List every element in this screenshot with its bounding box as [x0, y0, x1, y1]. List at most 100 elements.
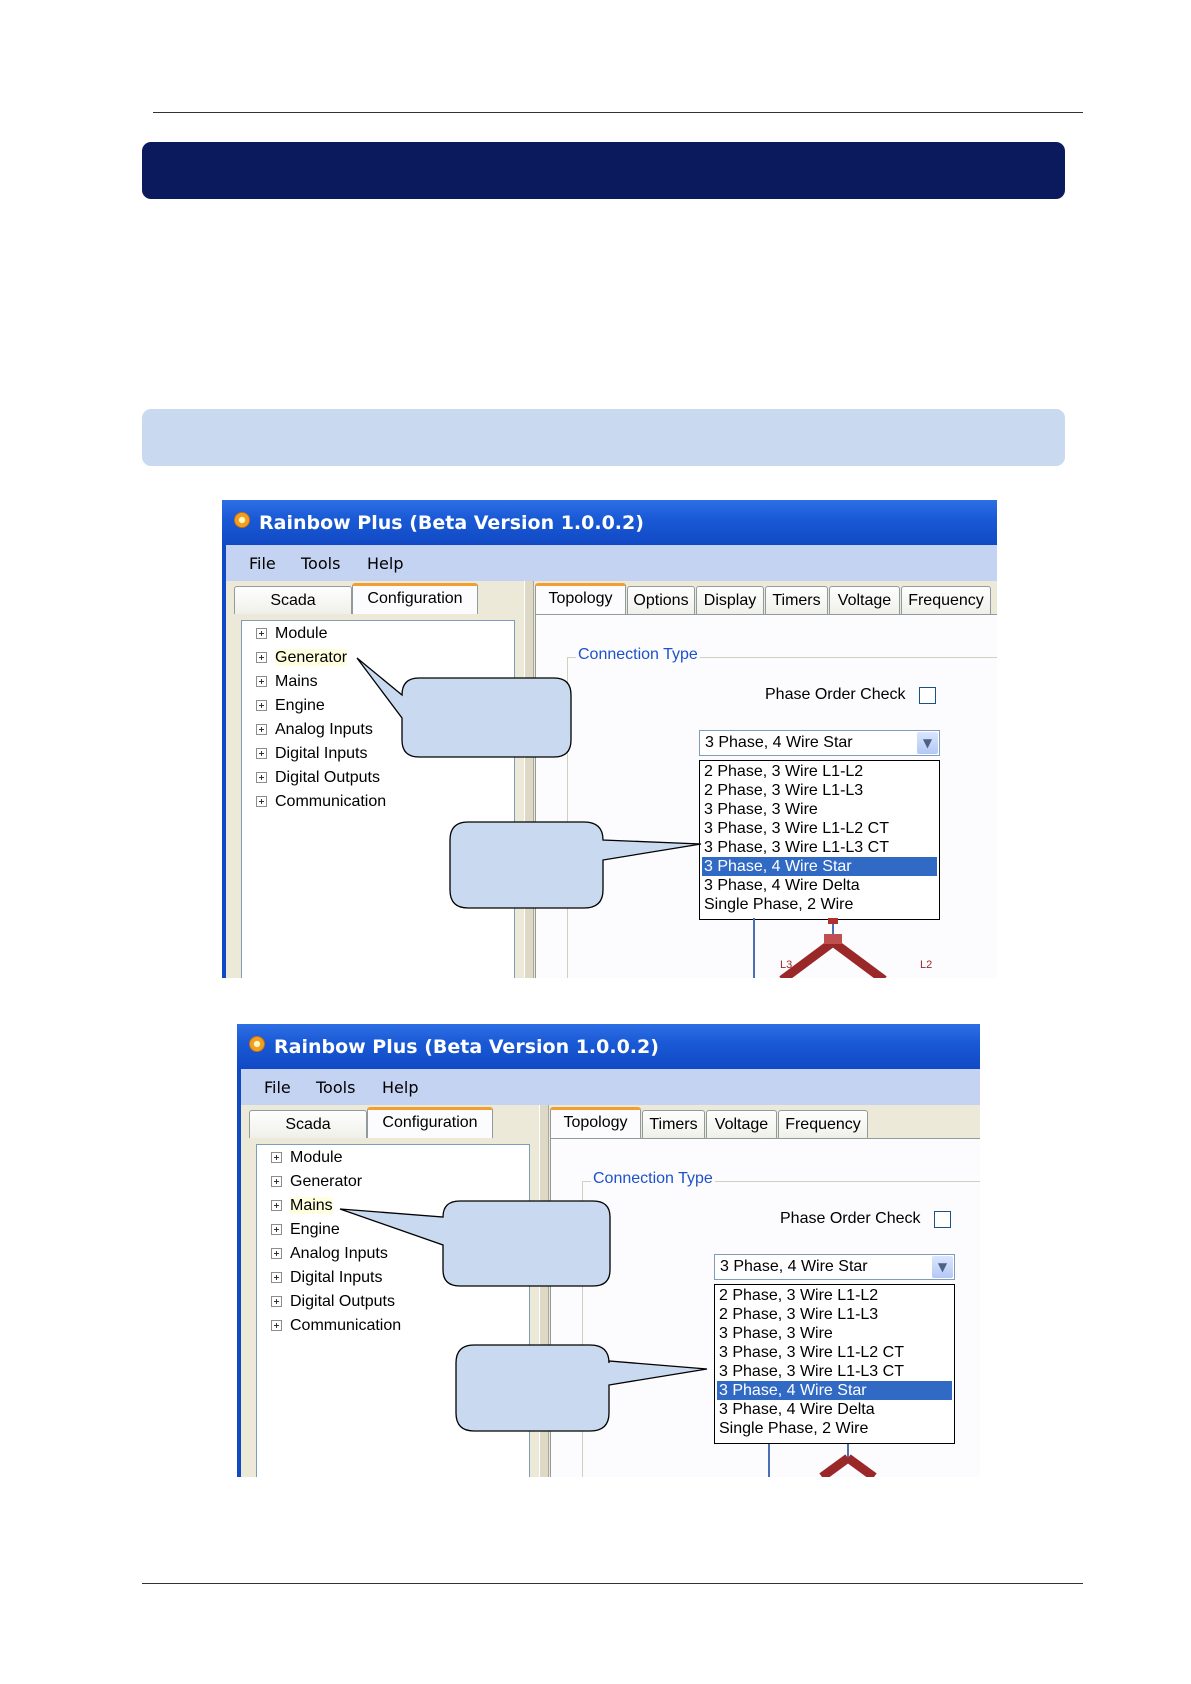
tree-item-digital-inputs[interactable]: Digital Inputs	[256, 745, 368, 763]
tree-item-communication[interactable]: Communication	[256, 793, 386, 811]
phase-order-checkbox[interactable]	[934, 1211, 951, 1228]
phase-order-checkbox[interactable]	[919, 687, 936, 704]
dropdown-option[interactable]: Single Phase, 2 Wire	[719, 1420, 869, 1437]
tab-display[interactable]: Display	[696, 586, 764, 614]
tree-item-label: Analog Inputs	[275, 721, 373, 738]
menu-file[interactable]: File	[249, 554, 276, 573]
plus-icon[interactable]	[271, 1176, 282, 1188]
dropdown-option[interactable]: 3 Phase, 3 Wire	[704, 801, 818, 818]
plus-icon[interactable]	[256, 700, 267, 712]
subsection-banner	[142, 409, 1065, 466]
plus-icon[interactable]	[271, 1152, 282, 1164]
splitter[interactable]	[524, 581, 534, 978]
tree-item-generator[interactable]: Generator	[256, 649, 348, 667]
tree-item-digital-outputs[interactable]: Digital Outputs	[256, 769, 380, 787]
tree-item-label: Communication	[275, 793, 387, 810]
plus-icon[interactable]	[256, 748, 267, 760]
tree-item-analog-inputs[interactable]: Analog Inputs	[256, 721, 373, 739]
callout-1b	[449, 821, 702, 909]
connection-type-label: Connection Type	[591, 1170, 715, 1188]
tree-item-digital-outputs[interactable]: Digital Outputs	[271, 1293, 395, 1311]
dropdown-option[interactable]: 3 Phase, 3 Wire L1-L3 CT	[719, 1363, 904, 1380]
tree-item-mains[interactable]: Mains	[271, 1197, 333, 1215]
tab-voltage[interactable]: Voltage	[706, 1110, 777, 1138]
chevron-down-icon[interactable]: ▼	[932, 1256, 953, 1278]
tree-item-label: Engine	[275, 697, 325, 714]
plus-icon[interactable]	[256, 724, 267, 736]
tab-scada[interactable]: Scada	[234, 586, 352, 614]
plus-icon[interactable]	[256, 772, 267, 784]
tab-timers[interactable]: Timers	[642, 1110, 705, 1138]
menu-help[interactable]: Help	[367, 554, 404, 573]
chevron-down-icon[interactable]: ▼	[917, 732, 938, 754]
diagram-label-l3: L3	[780, 959, 792, 971]
tree-item-module[interactable]: Module	[271, 1149, 342, 1167]
diagram-label-l2: L2	[920, 959, 932, 971]
menu-tools[interactable]: Tools	[301, 554, 341, 573]
tree-item-engine[interactable]: Engine	[256, 697, 325, 715]
dropdown-option[interactable]: 3 Phase, 3 Wire L1-L3 CT	[704, 839, 889, 856]
dropdown-option[interactable]: 2 Phase, 3 Wire L1-L3	[719, 1306, 879, 1323]
plus-icon[interactable]	[271, 1200, 282, 1212]
tree-item-label: Digital Outputs	[275, 769, 380, 786]
menu-bar: File Tools Help	[222, 545, 997, 581]
splitter[interactable]	[539, 1105, 549, 1477]
dropdown-option[interactable]: 3 Phase, 3 Wire L1-L2 CT	[719, 1344, 904, 1361]
plus-icon[interactable]	[256, 676, 267, 688]
tab-frequency[interactable]: Frequency	[901, 586, 991, 614]
tree-item-generator[interactable]: Generator	[271, 1173, 362, 1191]
window-border	[222, 545, 226, 978]
menu-help[interactable]: Help	[382, 1078, 419, 1097]
dropdown-option[interactable]: 3 Phase, 3 Wire	[719, 1325, 833, 1342]
tree-item-communication[interactable]: Communication	[271, 1317, 401, 1335]
tree-item-module[interactable]: Module	[256, 625, 327, 643]
tab-voltage[interactable]: Voltage	[829, 586, 900, 614]
tree-item-engine[interactable]: Engine	[271, 1221, 340, 1239]
tree-item-label: Generator	[275, 649, 348, 666]
title-bar: Rainbow Plus (Beta Version 1.0.0.2)	[222, 500, 997, 545]
tab-topology[interactable]: Topology	[535, 583, 626, 614]
app-icon	[249, 1036, 265, 1052]
dropdown-option[interactable]: 2 Phase, 3 Wire L1-L2	[719, 1287, 879, 1304]
tab-configuration[interactable]: Configuration	[367, 1107, 493, 1138]
dropdown-option[interactable]: 3 Phase, 4 Wire Delta	[719, 1401, 875, 1418]
callout-1a	[356, 657, 572, 758]
plus-icon[interactable]	[271, 1272, 282, 1284]
plus-icon[interactable]	[271, 1224, 282, 1236]
groupbox-border	[582, 1181, 583, 1477]
tree-item-label: Digital Inputs	[275, 745, 368, 762]
groupbox-border	[567, 657, 997, 658]
tab-configuration[interactable]: Configuration	[352, 583, 478, 614]
dropdown-option-selected[interactable]: 3 Phase, 4 Wire Star	[717, 1381, 952, 1400]
tree-item-analog-inputs[interactable]: Analog Inputs	[271, 1245, 388, 1263]
dropdown-option[interactable]: 3 Phase, 4 Wire Delta	[704, 877, 860, 894]
tab-frequency[interactable]: Frequency	[778, 1110, 868, 1138]
menu-tools[interactable]: Tools	[316, 1078, 356, 1097]
dropdown-option[interactable]: 2 Phase, 3 Wire L1-L3	[704, 782, 864, 799]
plus-icon[interactable]	[256, 796, 267, 808]
dropdown-option[interactable]: 3 Phase, 3 Wire L1-L2 CT	[704, 820, 889, 837]
plus-icon[interactable]	[256, 628, 267, 640]
phase-order-label: Phase Order Check	[765, 686, 906, 703]
tab-topology[interactable]: Topology	[550, 1107, 641, 1138]
dropdown-option-selected[interactable]: 3 Phase, 4 Wire Star	[702, 857, 937, 876]
tab-scada[interactable]: Scada	[249, 1110, 367, 1138]
dropdown-option[interactable]: Single Phase, 2 Wire	[704, 896, 854, 913]
connection-type-select[interactable]: 3 Phase, 4 Wire Star ▼	[714, 1254, 955, 1280]
plus-icon[interactable]	[256, 652, 267, 664]
tree-item-digital-inputs[interactable]: Digital Inputs	[271, 1269, 383, 1287]
plus-icon[interactable]	[271, 1320, 282, 1332]
tree-item-label: Digital Outputs	[290, 1293, 395, 1310]
plus-icon[interactable]	[271, 1248, 282, 1260]
plus-icon[interactable]	[271, 1296, 282, 1308]
dropdown-option[interactable]: 2 Phase, 3 Wire L1-L2	[704, 763, 864, 780]
tree-item-label: Communication	[290, 1317, 402, 1334]
tab-timers[interactable]: Timers	[765, 586, 828, 614]
tab-options[interactable]: Options	[627, 586, 695, 614]
tree-item-mains[interactable]: Mains	[256, 673, 318, 691]
star-connection-diagram: L3 L2	[753, 918, 932, 978]
connection-type-select[interactable]: 3 Phase, 4 Wire Star ▼	[699, 730, 940, 756]
window-title: Rainbow Plus (Beta Version 1.0.0.2)	[274, 1036, 659, 1058]
menu-file[interactable]: File	[264, 1078, 291, 1097]
app-window-1: Rainbow Plus (Beta Version 1.0.0.2) File…	[222, 500, 997, 978]
